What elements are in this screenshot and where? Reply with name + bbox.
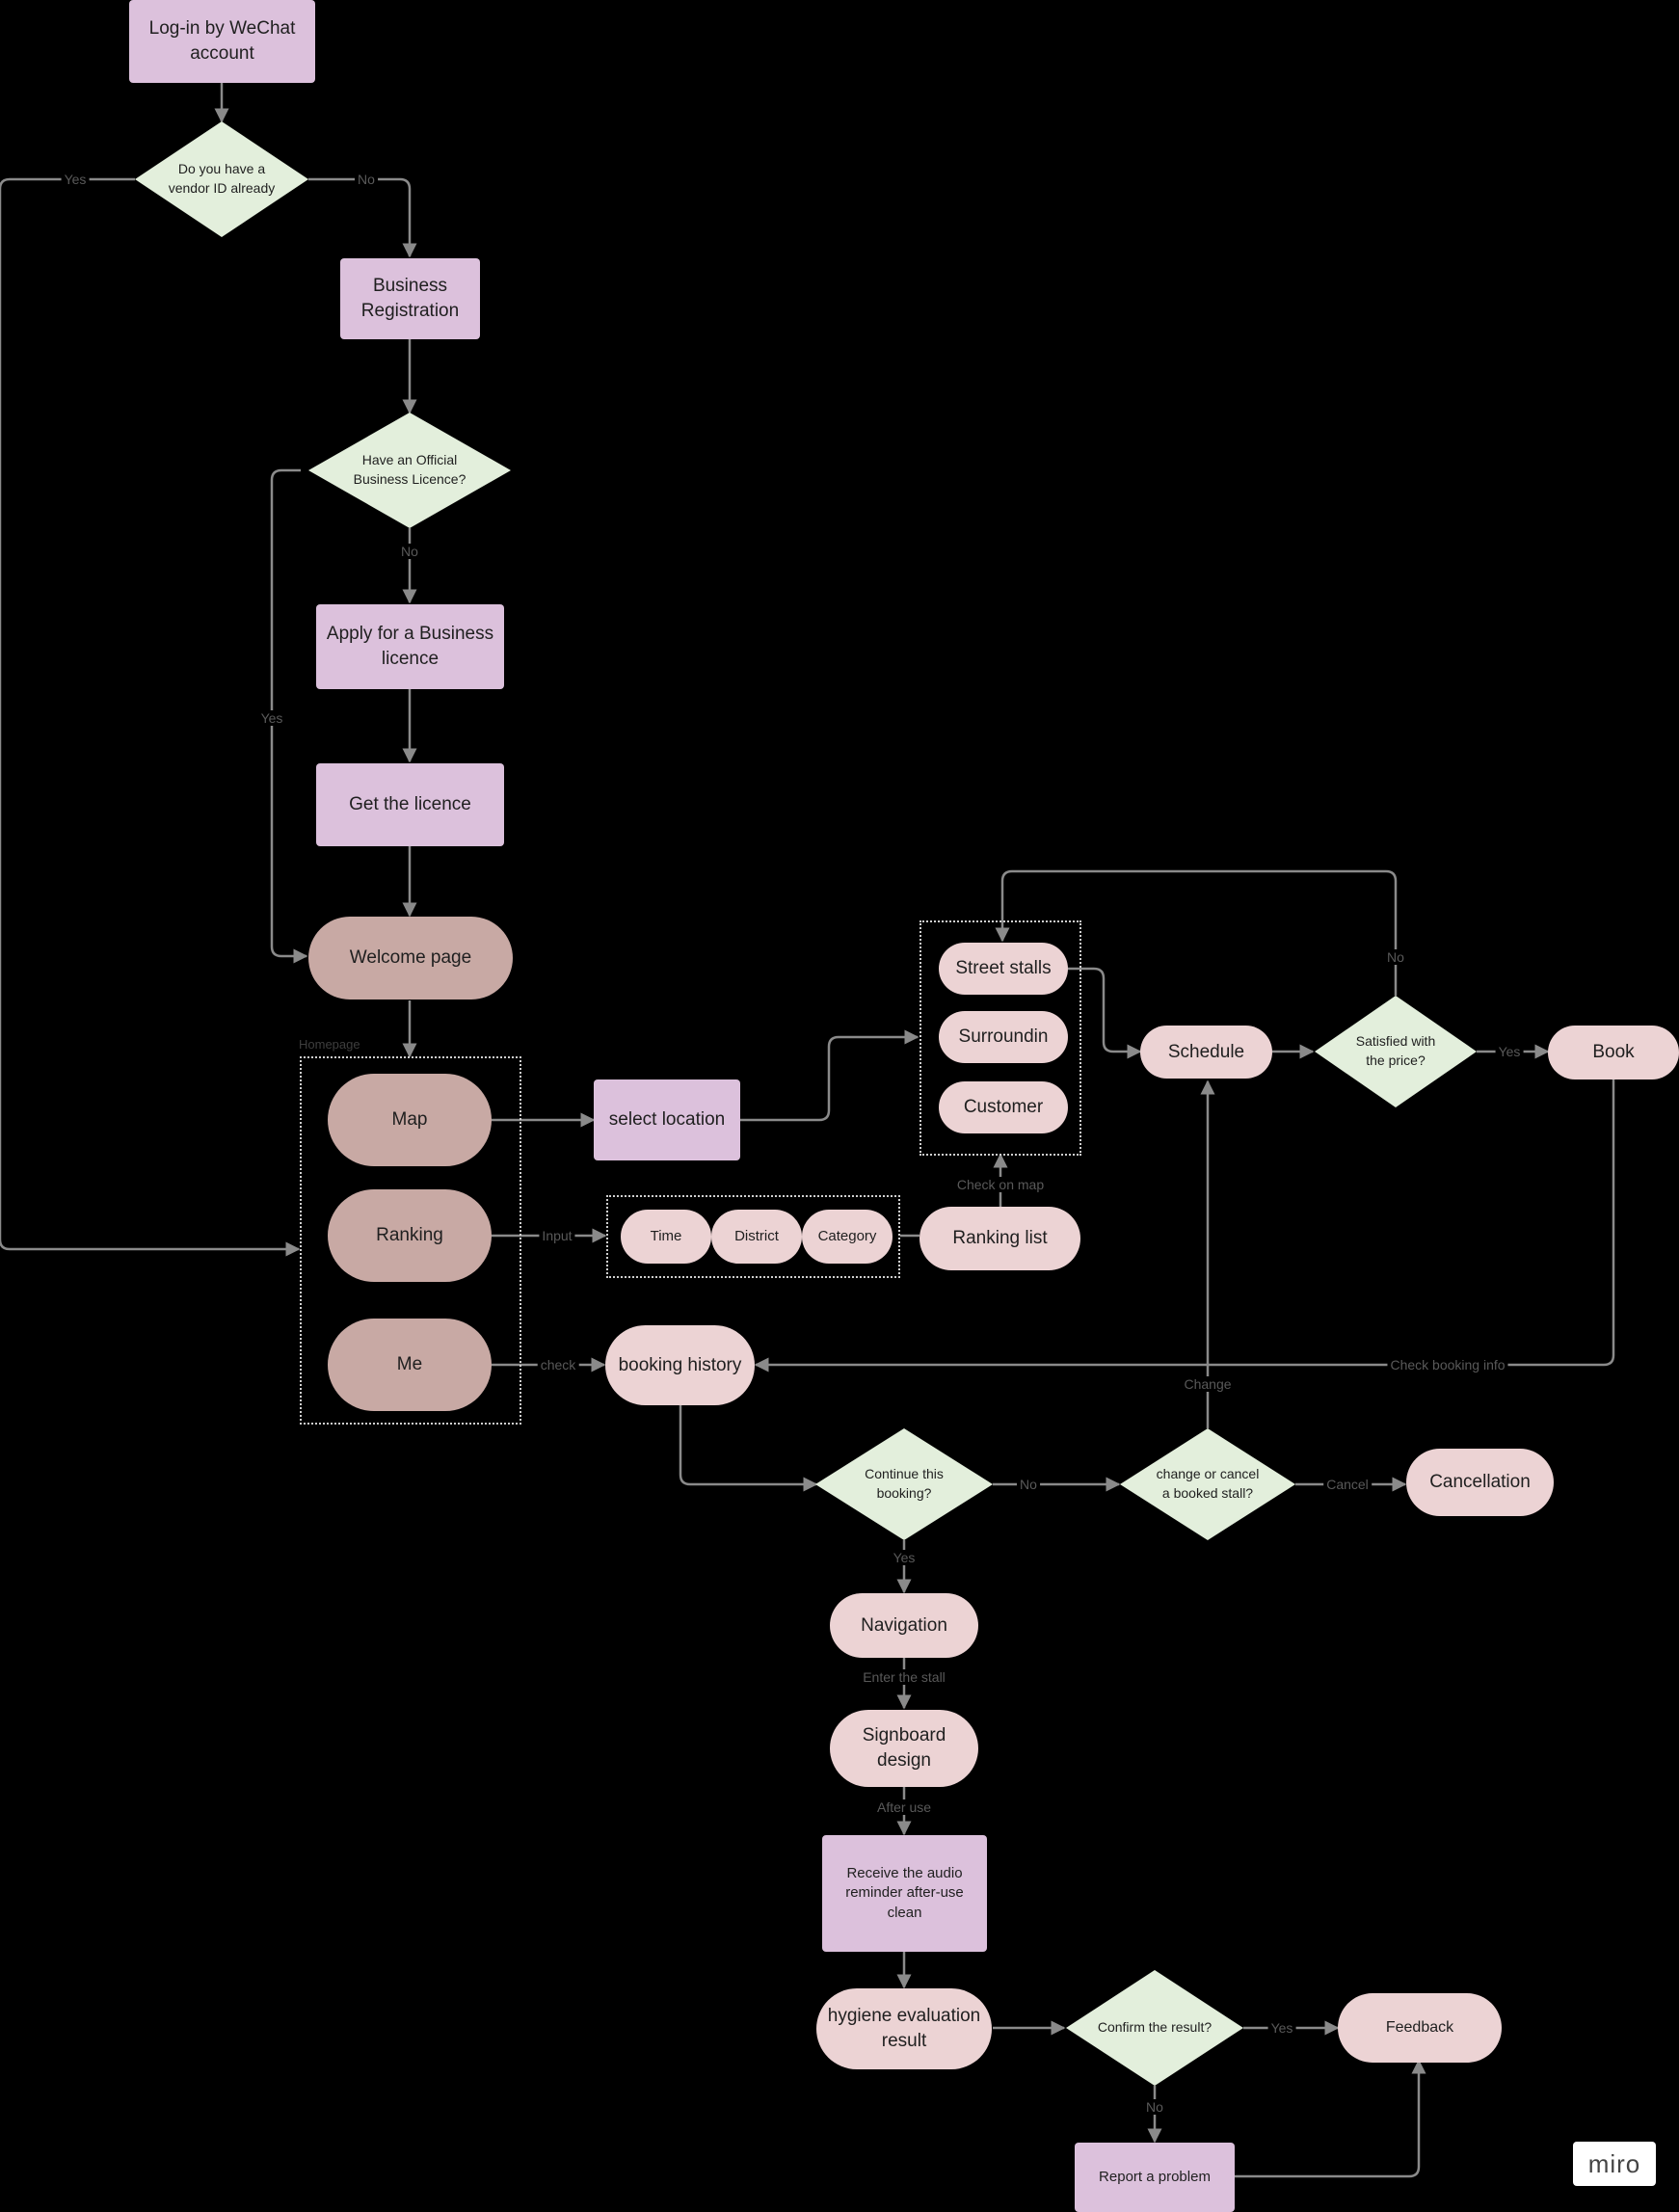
select-location-node[interactable]: select location [594, 1079, 740, 1160]
me-node[interactable]: Me [328, 1319, 492, 1411]
decision-continue-booking-shape [815, 1428, 993, 1540]
decision-change-cancel-shape [1120, 1428, 1295, 1540]
apply-licence-node[interactable]: Apply for a Business licence [316, 604, 504, 689]
hygiene-result-node[interactable]: hygiene evaluation result [816, 1988, 992, 2069]
login-node[interactable]: Log-in by WeChat account [129, 0, 315, 83]
satisfied-price-question: Satisfied with the price? [1355, 1033, 1436, 1068]
edge-vendor-yes [0, 177, 301, 1257]
edge-label-check: check [537, 1357, 579, 1373]
district-filter[interactable]: District [711, 1210, 802, 1264]
official-licence-question: Have an Official Business Licence? [353, 452, 466, 487]
edge-label-enter-stall: Enter the stall [860, 1669, 948, 1685]
feedback-node[interactable]: Feedback [1338, 1993, 1502, 2063]
edge-label-cancel: Cancel [1323, 1477, 1372, 1492]
decision-vendor-id-shape [135, 121, 308, 237]
edge-label-licence-no: No [398, 544, 421, 559]
welcome-page-node[interactable]: Welcome page [308, 917, 513, 999]
audio-reminder-node[interactable]: Receive the audio reminder after-use cle… [822, 1835, 987, 1952]
edge-label-licence-yes: Yes [257, 710, 286, 726]
ranking-list-node[interactable]: Ranking list [919, 1207, 1080, 1270]
surrounding-node[interactable]: Surroundin [939, 1011, 1068, 1063]
street-stalls-node[interactable]: Street stalls [939, 943, 1068, 995]
edge-book-check-info [754, 1079, 1615, 1373]
confirm-result-question: Confirm the result? [1097, 2019, 1213, 2036]
edge-report-to-feedback [1195, 2059, 1426, 2178]
change-cancel-question: change or cancel a booked stall? [1156, 1466, 1260, 1501]
navigation-node[interactable]: Navigation [830, 1593, 978, 1658]
edge-label-continue-no: No [1017, 1477, 1040, 1492]
edge-label-check-on-map: Check on map [953, 1177, 1048, 1192]
vendor-id-question: Do you have a vendor ID already [168, 161, 276, 196]
edge-history-to-continue [679, 1405, 818, 1492]
miro-logo: miro [1573, 2142, 1656, 2186]
edge-label-confirm-no: No [1143, 2099, 1166, 2115]
decision-confirm-result-shape [1066, 1970, 1243, 2086]
ranking-node[interactable]: Ranking [328, 1189, 492, 1282]
customer-node[interactable]: Customer [939, 1081, 1068, 1133]
edge-stalls-to-schedule [1068, 967, 1142, 1059]
edge-label-vendor-yes: Yes [61, 172, 90, 187]
signboard-design-node[interactable]: Signboard design [830, 1710, 978, 1787]
continue-booking-question: Continue this booking? [865, 1466, 944, 1501]
map-node[interactable]: Map [328, 1074, 492, 1166]
book-node[interactable]: Book [1548, 1026, 1679, 1079]
edge-label-confirm-yes: Yes [1267, 2020, 1296, 2036]
get-licence-node[interactable]: Get the licence [316, 763, 504, 846]
schedule-node[interactable]: Schedule [1140, 1026, 1272, 1079]
edge-label-after-use: After use [873, 1799, 935, 1815]
edge-label-input: Input [539, 1228, 575, 1243]
edge-label-check-booking-info: Check booking info [1387, 1357, 1508, 1373]
edge-label-change: Change [1181, 1376, 1235, 1392]
homepage-group [300, 1056, 521, 1425]
cancellation-node[interactable]: Cancellation [1406, 1449, 1554, 1516]
edge-select-to-stalls [740, 1029, 919, 1122]
business-registration-node[interactable]: Business Registration [340, 258, 480, 339]
decision-satisfied-price-shape [1315, 996, 1477, 1107]
ranking-filter-group [606, 1195, 900, 1278]
decision-official-licence-shape [308, 413, 511, 528]
time-filter[interactable]: Time [621, 1210, 711, 1264]
edge-label-continue-yes: Yes [890, 1550, 919, 1565]
edge-vendor-no [308, 177, 417, 258]
edge-label-vendor-no: No [355, 172, 378, 187]
homepage-group-label: Homepage [299, 1037, 360, 1052]
category-filter[interactable]: Category [802, 1210, 893, 1264]
edge-price-no [995, 869, 1398, 996]
edge-label-price-yes: Yes [1495, 1044, 1524, 1059]
booking-history-node[interactable]: booking history [605, 1325, 755, 1405]
edge-label-price-no: No [1384, 949, 1407, 965]
map-options-group [919, 920, 1081, 1156]
report-problem-node[interactable]: Report a problem [1075, 2143, 1235, 2212]
